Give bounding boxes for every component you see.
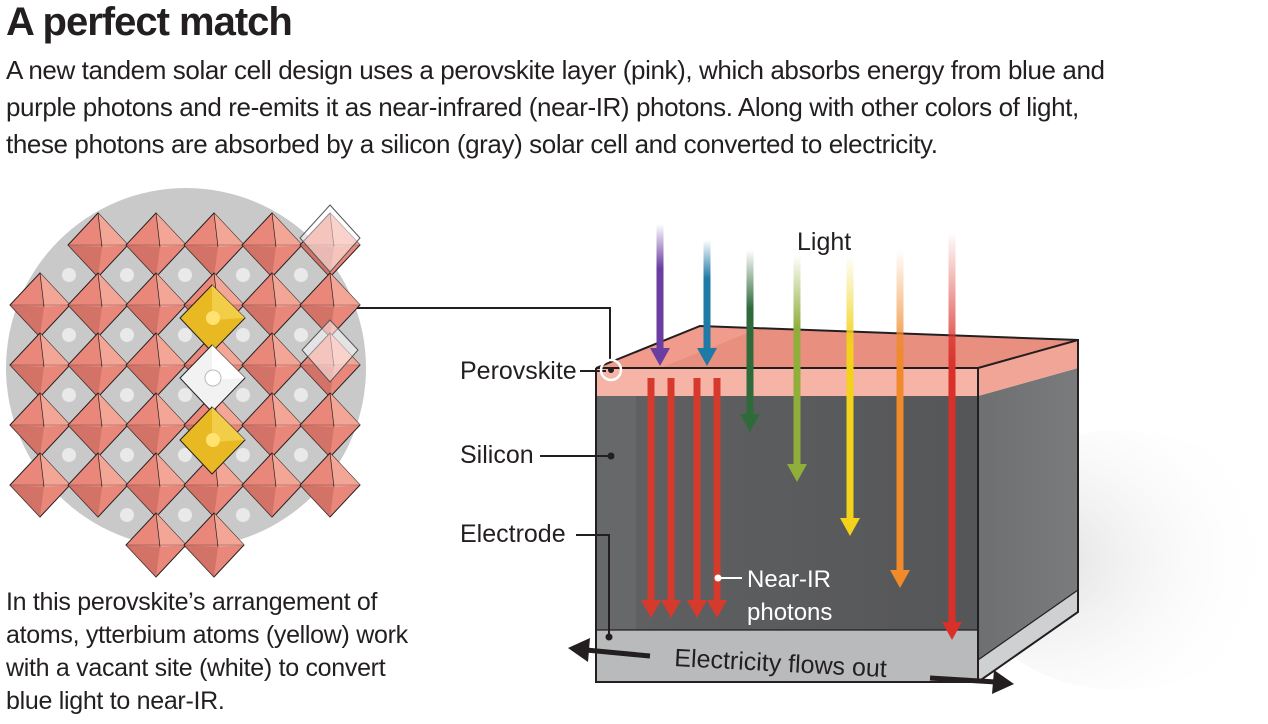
octahedron (9, 392, 71, 458)
cation-atom (178, 508, 192, 522)
perovskite-front-face (596, 368, 978, 396)
light-label: Light (797, 228, 851, 256)
cation-atom (62, 268, 76, 282)
near-ir-arrow (687, 378, 707, 618)
vacant-site (179, 344, 246, 413)
cation-atom (294, 268, 308, 282)
cation-atom (236, 328, 250, 342)
near-ir-arrows (641, 378, 727, 618)
cation-atom (236, 268, 250, 282)
octahedron (125, 212, 187, 278)
diagram-title: A perfect match (6, 0, 293, 44)
near-ir-label-line1: Near-IR (747, 566, 831, 593)
cation-atom (178, 448, 192, 462)
light-ray-yellow-green (787, 255, 807, 482)
electricity-flow-arrows (568, 638, 1014, 694)
light-ray-yellow (840, 255, 860, 536)
octahedron (125, 452, 187, 518)
octahedron (67, 452, 129, 518)
crystal-caption: In this perovskite’s arrangement of atom… (6, 588, 408, 715)
electrode-label: Electrode (460, 520, 566, 548)
cation-atom (178, 268, 192, 282)
light-ray-blue (697, 240, 717, 366)
near-ir-arrow (641, 378, 661, 618)
cation-atom (294, 328, 308, 342)
silicon-front-face (596, 396, 978, 660)
silicon-inner-shade (596, 396, 636, 660)
near-ir-label-line2: photons (747, 599, 832, 626)
octahedron (67, 392, 129, 458)
perovskite-callout-line (357, 307, 611, 362)
octahedron (125, 272, 187, 338)
light-ray-green (740, 250, 760, 432)
octahedron (125, 392, 187, 458)
electricity-arrow-right (929, 675, 997, 685)
perovskite-label: Perovskite (460, 357, 577, 385)
octahedron (241, 212, 303, 278)
perovskite-side-face (978, 340, 1078, 396)
ytterbium-atom-lower (179, 406, 246, 475)
octahedron (9, 452, 71, 518)
ghost-octahedron (301, 319, 359, 383)
octahedron (125, 512, 187, 578)
cation-atom (120, 388, 134, 402)
electricity-arrow-left (585, 647, 651, 659)
electrode-side-face (978, 590, 1078, 682)
cation-atom (178, 388, 192, 402)
octahedron (67, 272, 129, 338)
electricity-arrowhead-right (992, 670, 1014, 694)
perovskite-crystal (6, 188, 366, 578)
block-outline (595, 324, 1079, 683)
cation-atom (62, 388, 76, 402)
near-ir-arrow (661, 378, 681, 618)
electricity-arrowhead-left (568, 638, 590, 662)
cation-atom (62, 448, 76, 462)
light-ray-red (942, 232, 962, 640)
cation-atom (236, 508, 250, 522)
cation-atom (236, 388, 250, 402)
perovskite-callout-ring (599, 358, 623, 382)
silicon-label: Silicon (460, 441, 534, 469)
cation-atom (120, 508, 134, 522)
octahedron (299, 392, 361, 458)
electrode-leader (576, 534, 610, 636)
cation-atom (294, 388, 308, 402)
solar-cell-block (595, 324, 1268, 690)
electrode-front-face (596, 630, 978, 682)
octahedron (67, 332, 129, 398)
electrode-leader-dot (605, 633, 613, 641)
perovskite-top-highlight (596, 326, 760, 368)
ghost-octahedron (299, 204, 361, 273)
light-rays (650, 224, 962, 640)
block-edge (977, 339, 1079, 369)
cation-atom (62, 328, 76, 342)
octahedron (183, 212, 245, 278)
octahedron (299, 452, 361, 518)
octahedron (241, 452, 303, 518)
octahedron (67, 212, 129, 278)
cation-atom (294, 448, 308, 462)
light-ray-purple (650, 224, 670, 366)
octahedron (241, 392, 303, 458)
near-ir-leader-dot (714, 574, 722, 582)
octahedron (183, 452, 245, 518)
silicon-leader-dot (607, 452, 615, 460)
light-ray-orange (890, 250, 910, 588)
block-edge-electrode (977, 589, 1079, 661)
perovskite-callout-dot (608, 367, 614, 373)
cation-atom (120, 448, 134, 462)
octahedron (241, 272, 303, 338)
cation-atom (236, 448, 250, 462)
near-ir-arrow (707, 378, 727, 618)
octahedron (9, 272, 71, 338)
diagram-subtitle: A new tandem solar cell design uses a pe… (6, 55, 1105, 159)
cation-atom (178, 328, 192, 342)
cation-atom (120, 268, 134, 282)
octahedron (183, 512, 245, 578)
silicon-side-face (978, 368, 1078, 660)
cation-atom (120, 328, 134, 342)
